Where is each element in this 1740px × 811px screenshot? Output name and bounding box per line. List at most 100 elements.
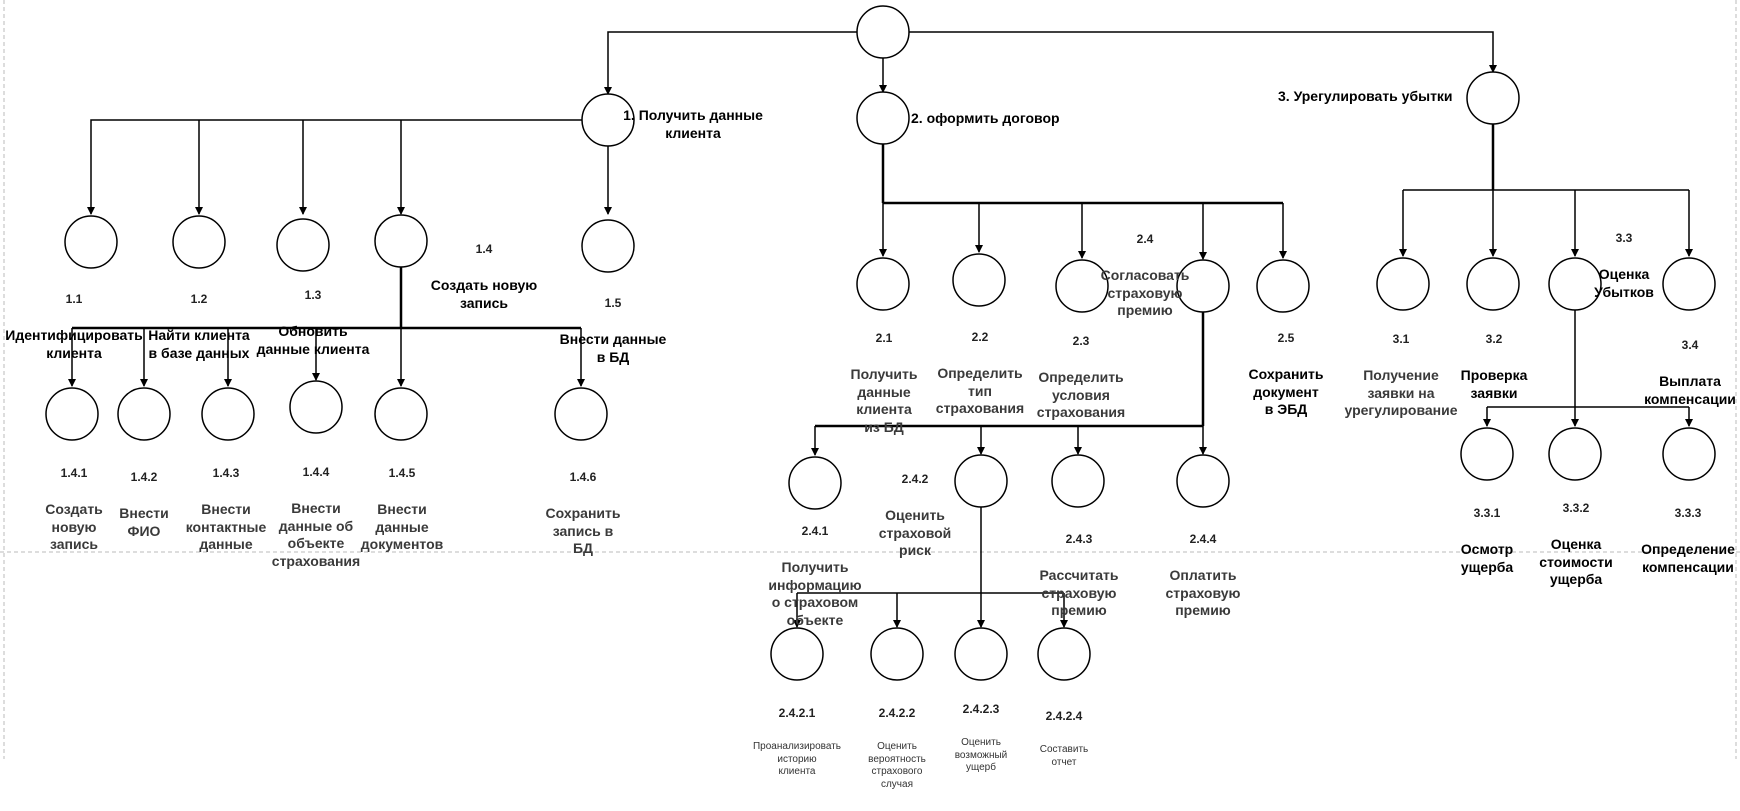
node-text-1-4: Создать новую запись [430,277,538,311]
label-node-2-4-2-3: 2.4.2.3 Оценить возможный ущерб [955,682,1008,795]
node-number-1-4-1: 1.4.1 [60,466,88,480]
label-node-3-3-2: 3.3.2 Оценка стоимости ущерба [1539,481,1612,609]
node-text-1-2: Найти клиента в базе данных [148,327,250,361]
node-number-2-4-2-1: 2.4.2.1 [778,706,816,720]
node-circle-1-4-5 [374,387,428,441]
label-node-1-1: 1.1 Идентифицировать клиента [5,272,143,382]
node-number-3-4: 3.4 [1681,338,1699,352]
node-circle-2-4-2-4 [1037,627,1091,681]
node-circle-2-4-2-1 [770,627,824,681]
label-node-1-4-6: 1.4.6 Сохранить запись в БД [546,450,621,578]
label-node-2-3: 2.3 Определить условия страхования [1037,314,1125,442]
node-number-2-5: 2.5 [1277,331,1295,345]
node-text-1-4-3: Внести контактные данные [185,501,267,552]
node-text-2-4-3: Рассчитать страховую премию [1039,567,1119,618]
node-text-1-1: Идентифицировать клиента [5,327,143,361]
label-node-3-2: 3.2 Проверка заявки [1461,312,1528,422]
node-circle-2-4-2 [954,454,1008,508]
node-text-1-4-2: Внести ФИО [119,505,169,539]
node-circle-1-4-1 [45,387,99,441]
node-number-1-4-3: 1.4.3 [212,466,240,480]
node-circle-3-4 [1662,257,1716,311]
label-node-2-4-2: 2.4.2 Оценить страховой риск [879,452,952,580]
node-circle-2-4-2-3 [954,627,1008,681]
node-circle-3-2 [1466,257,1520,311]
node-number-2-4-3: 2.4.3 [1065,532,1093,546]
label-node-3-4: 3.4 Выплата компенсации [1644,318,1736,428]
node-number-2-3: 2.3 [1072,334,1090,348]
node-number-3-3-3: 3.3.3 [1674,506,1702,520]
node-number-1-2: 1.2 [190,292,208,306]
node-circle-2-1 [856,257,910,311]
node-circle-3-3-3 [1662,427,1716,481]
node-circle-root [856,5,910,59]
label-node-2-4-2-4: 2.4.2.4 Составить отчет [1040,689,1089,789]
node-number-1-4-5: 1.4.5 [388,466,416,480]
node-text-2-3: Определить условия страхования [1036,369,1126,420]
label-node-1-2: 1.2 Найти клиента в базе данных [148,272,249,382]
node-number-2-1: 2.1 [875,331,893,345]
node-number-2-2: 2.2 [971,330,989,344]
node-text-1-4-1: Создать новую запись [45,501,103,552]
node-number-2-4-2-3: 2.4.2.3 [962,702,1000,716]
node-number-3-2: 3.2 [1485,332,1503,346]
node-circle-2-4 [1176,259,1230,313]
node-circle-1-1 [64,215,118,269]
node-text-1-4-5: Внести данные документов [360,501,444,552]
label-node-2-4-4: 2.4.4 Оплатить страховую премию [1166,512,1241,640]
decomposition-diagram [0,0,1740,759]
label-node-2-4-3: 2.4.3 Рассчитать страховую премию [1040,512,1119,640]
label-node-2-4-2-1: 2.4.2.1 Проанализировать историю клиента [753,686,841,799]
label-node-2-1: 2.1 Получить данные клиента из БД [851,311,918,456]
label-node-2-2: 2.2 Определить тип страхования [936,310,1024,438]
node-text-2-4-2-4: Составить отчет [1039,744,1089,768]
node-circle-1-2 [172,215,226,269]
node-circle-3-3 [1548,257,1602,311]
node-text-2-4-2: Оценить страховой риск [878,507,952,558]
node-circle-2 [856,91,910,145]
node-text-3-3-1: Осмотр ущерба [1460,541,1514,575]
node-number-3-3-1: 3.3.1 [1473,506,1501,520]
node-number-2-4: 2.4 [1136,232,1154,246]
page-guides [0,0,1740,759]
node-number-3-1: 3.1 [1392,332,1410,346]
node-circle-2-4-3 [1051,454,1105,508]
node-text-2-4-1: Получить информацию о страховом объекте [768,559,862,628]
node-text-2-4-2-1: Проанализировать историю клиента [752,741,842,777]
node-number-2-4-2: 2.4.2 [901,472,929,486]
label-node-2-4-2-2: 2.4.2.2 Оценить вероятность страхового с… [868,686,926,811]
label-node-2-4: 2.4 Согласовать страховую премию [1101,212,1190,340]
node-text-2-4-2-3: Оценить возможный ущерб [954,737,1008,773]
node-text-3-3-3: Определение компенсации [1641,541,1735,575]
node-circle-2-5 [1256,259,1310,313]
node-text-3-4: Выплата компенсации [1644,373,1736,407]
node-circle-1 [581,93,635,147]
node-circle-1-4 [374,214,428,268]
node-text-3-3: Оценка Убытков [1594,266,1654,300]
node-circle-3-1 [1376,257,1430,311]
label-node-3-1: 3.1 Получение заявки на урегулирование [1344,312,1457,440]
label-node-2-5: 2.5 Сохранить документ в ЭБД [1249,311,1324,439]
node-text-1-4-4: Внести данные об объекте страхования [271,500,361,569]
node-number-3-3-2: 3.3.2 [1562,501,1590,515]
node-number-2-4-1: 2.4.1 [801,524,829,538]
node-circle-2-3 [1055,259,1109,313]
node-text-2-4: Согласовать страховую премию [1100,267,1190,318]
label-node-1-4-5: 1.4.5 Внести данные документов [361,446,443,574]
node-text-2-4-2-2: Оценить вероятность страхового случая [868,741,926,790]
label-node-1-4-3: 1.4.3 Внести контактные данные [186,446,267,574]
node-number-1-3: 1.3 [304,288,322,302]
node-text-1-3: Обновить данные клиента [256,323,370,357]
node-circle-1-4-6 [554,387,608,441]
node-circle-2-4-4 [1176,454,1230,508]
node-number-2-4-2-4: 2.4.2.4 [1045,709,1083,723]
node-text-2-2: Определить тип страхования [935,365,1025,416]
label-node-1-4: 1.4 Создать новую запись [431,222,537,332]
label-node-3-3-3: 3.3.3 Определение компенсации [1641,486,1735,596]
node-text-3-1: Получение заявки на урегулирование [1344,367,1458,418]
node-text-2-1: Получить данные клиента из БД [850,366,918,435]
node-circle-1-4-2 [117,387,171,441]
node-circle-1-5 [581,219,635,273]
label-node-1-4-1: 1.4.1 Создать новую запись [45,446,103,574]
label-node-1-5: 1.5 Внести данные в БД [560,276,667,386]
